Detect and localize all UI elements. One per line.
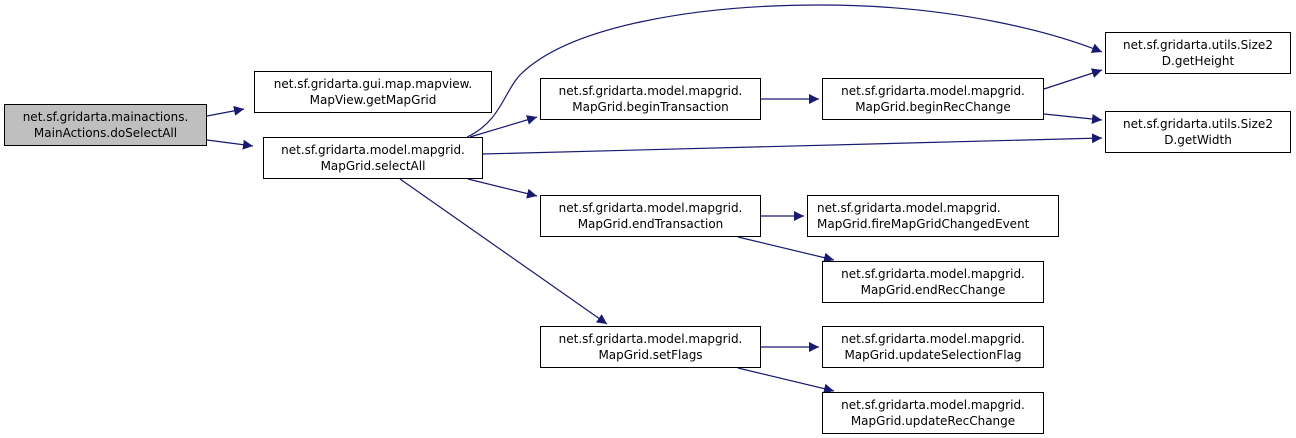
node-endTransaction[interactable]: net.sf.gridarta.model.mapgrid. MapGrid.e…	[540, 195, 761, 237]
node-label-line2: MapGrid.beginTransaction	[572, 100, 729, 114]
node-label-line1: net.sf.gridarta.utils.Size2	[1123, 117, 1273, 131]
node-fireMapGridChangedEvent[interactable]: net.sf.gridarta.model.mapgrid. MapGrid.f…	[807, 195, 1059, 237]
node-getWidth[interactable]: net.sf.gridarta.utils.Size2 D.getWidth	[1105, 111, 1291, 153]
node-label-line1: net.sf.gridarta.mainactions.	[22, 110, 189, 124]
edge-setFlags-to-updateRecChange	[737, 367, 835, 394]
node-doSelectAll[interactable]: net.sf.gridarta.mainactions. MainActions…	[4, 104, 207, 146]
node-label-line2: MapGrid.endTransaction	[577, 217, 724, 231]
edge-selectAll-to-setFlags	[399, 178, 608, 325]
node-label-line1: net.sf.gridarta.model.mapgrid.	[817, 201, 1001, 215]
node-label-line2: MainActions.doSelectAll	[33, 126, 178, 140]
node-label-line2: MapGrid.selectAll	[320, 159, 426, 173]
edge-beginRecChange-to-getWidth	[1043, 113, 1103, 124]
node-label-line1: net.sf.gridarta.utils.Size2	[1123, 38, 1273, 52]
node-label-line1: net.sf.gridarta.model.mapgrid.	[841, 267, 1025, 281]
node-label-line2: MapGrid.updateSelectionFlag	[844, 348, 1022, 362]
node-label-line2: D.getHeight	[1161, 54, 1235, 68]
node-label-line2: MapGrid.endRecChange	[860, 283, 1006, 297]
edge-selectAll-to-getHeight	[466, 4, 1103, 138]
node-label-line2: MapGrid.setFlags	[598, 348, 703, 362]
node-updateSelectionFlag[interactable]: net.sf.gridarta.model.mapgrid. MapGrid.u…	[822, 326, 1044, 368]
node-label-line1: net.sf.gridarta.model.mapgrid.	[841, 332, 1025, 346]
edge-beginRecChange-to-getHeight	[1043, 68, 1103, 90]
edge-doSelectAll-to-getMapGrid	[206, 105, 245, 117]
node-getHeight[interactable]: net.sf.gridarta.utils.Size2 D.getHeight	[1105, 32, 1291, 74]
node-label-line1: net.sf.gridarta.model.mapgrid.	[558, 332, 743, 346]
node-label-line1: net.sf.gridarta.gui.map.mapview.	[273, 77, 473, 91]
edge-endTransaction-to-endRecChange	[737, 236, 835, 263]
edge-doSelectAll-to-selectAll	[206, 139, 254, 150]
node-endRecChange[interactable]: net.sf.gridarta.model.mapgrid. MapGrid.e…	[822, 261, 1044, 303]
node-setFlags[interactable]: net.sf.gridarta.model.mapgrid. MapGrid.s…	[540, 326, 761, 368]
node-selectAll[interactable]: net.sf.gridarta.model.mapgrid. MapGrid.s…	[263, 137, 483, 179]
node-label-line2: D.getWidth	[1164, 133, 1232, 147]
edge-selectAll-to-beginTransaction	[469, 115, 538, 138]
node-label-line1: net.sf.gridarta.model.mapgrid.	[841, 398, 1025, 412]
node-label-line1: net.sf.gridarta.model.mapgrid.	[558, 201, 743, 215]
node-label-line2: MapView.getMapGrid	[309, 93, 437, 107]
node-updateRecChange[interactable]: net.sf.gridarta.model.mapgrid. MapGrid.u…	[822, 392, 1044, 434]
edge-selectAll-to-getWidth	[482, 133, 1103, 155]
node-label-line2: MapGrid.beginRecChange	[855, 100, 1011, 114]
node-label-line1: net.sf.gridarta.model.mapgrid.	[558, 84, 743, 98]
node-getMapGrid[interactable]: net.sf.gridarta.gui.map.mapview. MapView…	[254, 71, 492, 113]
node-beginTransaction[interactable]: net.sf.gridarta.model.mapgrid. MapGrid.b…	[540, 78, 761, 120]
edge-selectAll-to-endTransaction	[467, 178, 538, 199]
node-label-line2: MapGrid.fireMapGridChangedEvent	[817, 217, 1030, 231]
node-label-line1: net.sf.gridarta.model.mapgrid.	[841, 84, 1025, 98]
node-beginRecChange[interactable]: net.sf.gridarta.model.mapgrid. MapGrid.b…	[822, 78, 1044, 120]
node-label-line2: MapGrid.updateRecChange	[850, 414, 1016, 428]
node-label-line1: net.sf.gridarta.model.mapgrid.	[281, 143, 465, 157]
